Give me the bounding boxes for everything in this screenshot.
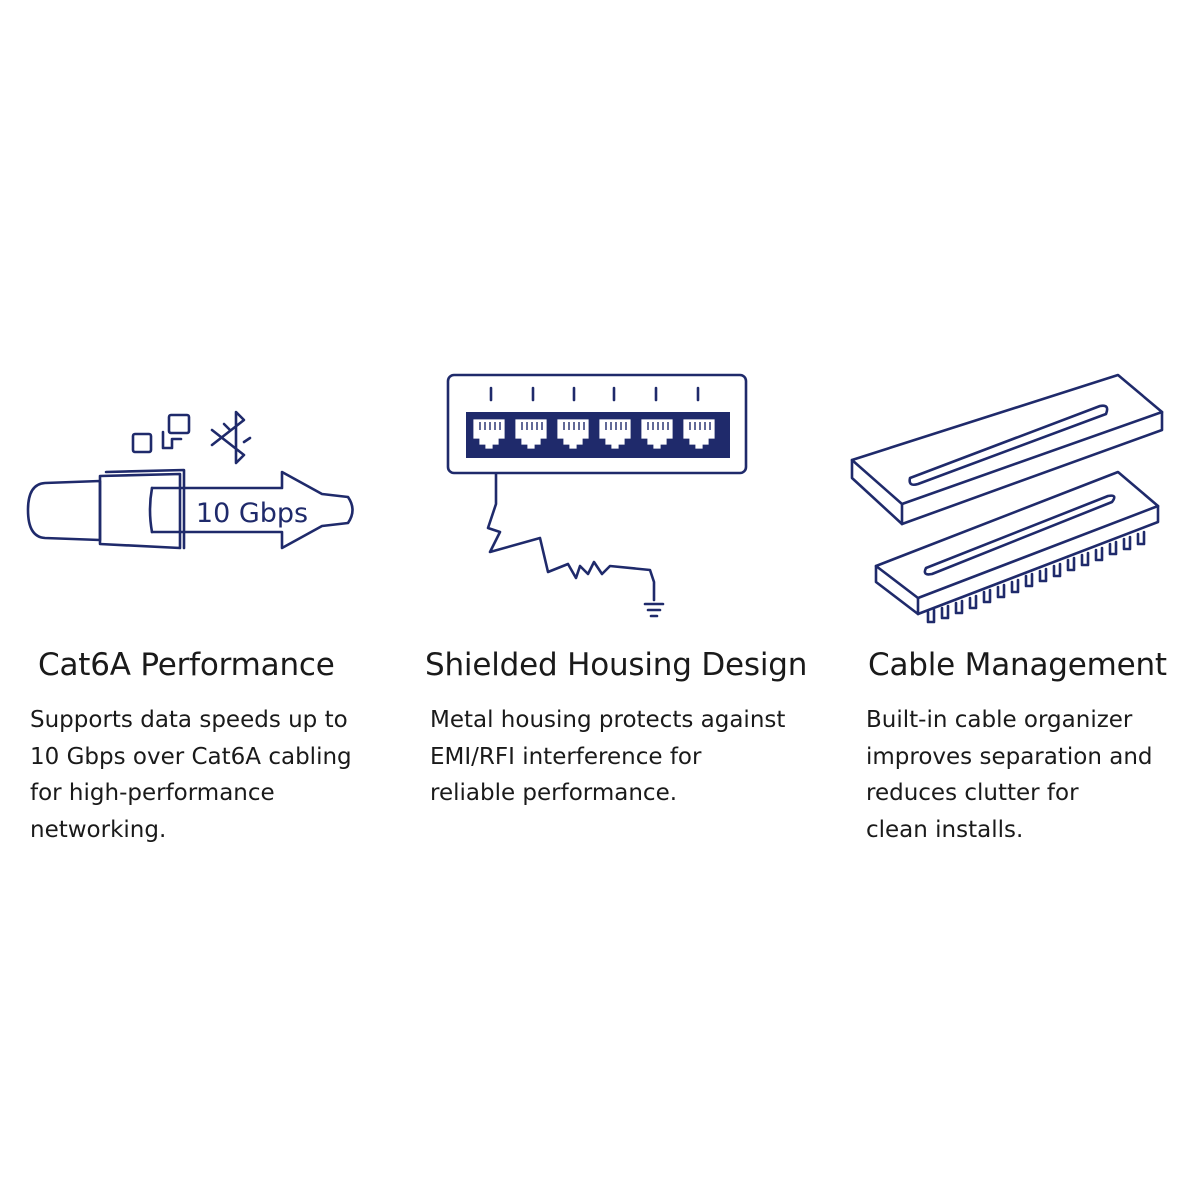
speed-badge: 10 Gbps bbox=[196, 498, 308, 529]
description-line: Metal housing protects against bbox=[430, 707, 786, 733]
feature-shielded-housing: Shielded Housing Design Metal housing pr… bbox=[400, 360, 840, 880]
feature-description: Built-in cable organizer improves separa… bbox=[866, 702, 1153, 848]
ethernet-cable-speed-icon: 10 Gbps bbox=[26, 410, 354, 550]
description-line: 10 Gbps over Cat6A cabling bbox=[30, 743, 352, 770]
feature-title: Shielded Housing Design bbox=[425, 647, 808, 683]
description-line: reduces clutter for bbox=[866, 780, 1079, 806]
description-line: clean installs. bbox=[866, 816, 1024, 843]
feature-title: Cat6A Performance bbox=[38, 647, 335, 683]
description-line: networking. bbox=[30, 816, 167, 843]
feature-cat6a-performance: 10 Gbps Cat6A Performance Supports data … bbox=[0, 360, 400, 880]
feature-cable-management: Cable Management Built-in cable organize… bbox=[840, 360, 1200, 880]
description-line: for high-performance bbox=[30, 780, 275, 806]
description-line: EMI/RFI interference for bbox=[430, 743, 702, 770]
shielded-patch-panel-ground-icon bbox=[446, 373, 748, 618]
feature-description: Metal housing protects against EMI/RFI i… bbox=[430, 702, 785, 812]
description-line: reliable performance. bbox=[430, 780, 678, 806]
cable-organizer-bars-icon bbox=[850, 373, 1164, 624]
feature-title: Cable Management bbox=[868, 647, 1167, 683]
feature-description: Supports data speeds up to 10 Gbps over … bbox=[30, 702, 352, 848]
description-line: Supports data speeds up to bbox=[30, 707, 348, 733]
description-line: improves separation and bbox=[866, 743, 1153, 770]
description-line: Built-in cable organizer bbox=[866, 707, 1133, 733]
